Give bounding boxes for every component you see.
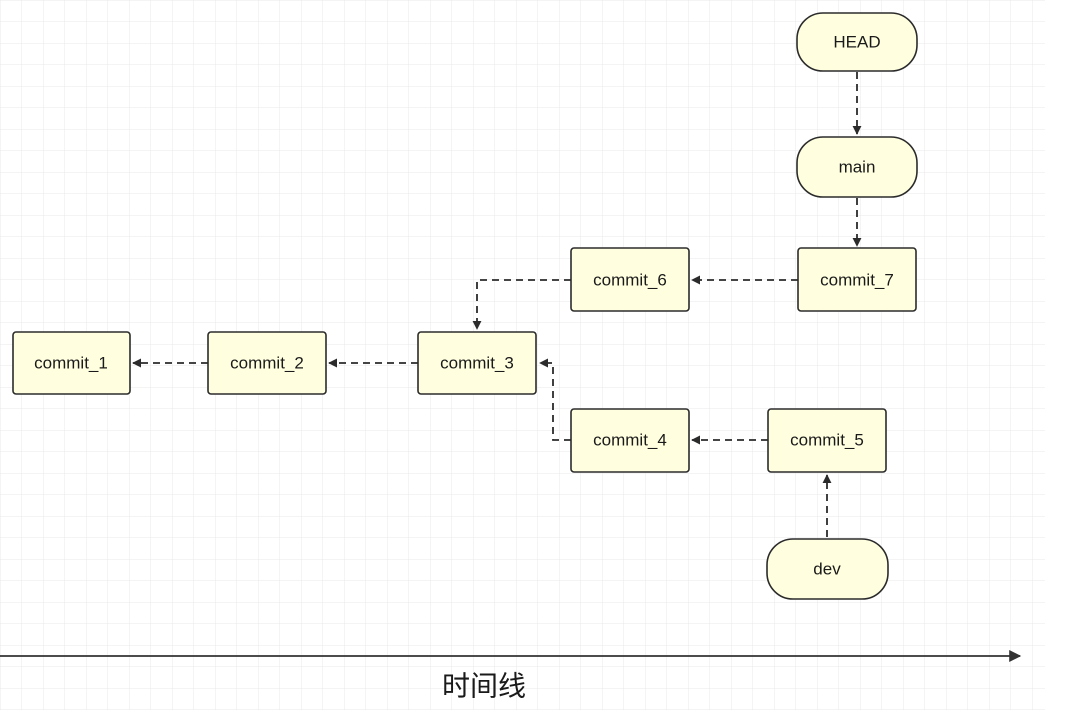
edges: [132, 72, 862, 537]
node-commit-1-label: commit_1: [34, 354, 108, 373]
node-commit-7-label: commit_7: [820, 271, 894, 290]
node-commit-2-label: commit_2: [230, 354, 304, 373]
node-commit-4-label: commit_4: [593, 431, 667, 450]
node-commit-4[interactable]: commit_4: [570, 408, 690, 473]
node-commit-5[interactable]: commit_5: [767, 408, 887, 473]
node-commit-6[interactable]: commit_6: [570, 247, 690, 312]
node-commit-3-label: commit_3: [440, 354, 514, 373]
node-commit-1[interactable]: commit_1: [12, 331, 131, 395]
node-dev[interactable]: dev: [766, 538, 889, 600]
node-commit-7[interactable]: commit_7: [797, 247, 917, 312]
node-commit-5-shape: [767, 408, 887, 473]
node-commit-4-shape: [570, 408, 690, 473]
node-head[interactable]: HEAD: [796, 12, 918, 72]
node-head-label: HEAD: [833, 33, 880, 52]
node-main-shape: [796, 136, 918, 198]
timeline-label: 时间线: [442, 670, 526, 703]
edge-commit-4-to-commit-3: [539, 358, 571, 441]
node-commit-7-shape: [797, 247, 917, 312]
node-commit-2[interactable]: commit_2: [207, 331, 327, 395]
node-commit-2-shape: [207, 331, 327, 395]
node-main-label: main: [839, 158, 876, 177]
node-dev-shape: [766, 538, 889, 600]
node-commit-6-shape: [570, 247, 690, 312]
node-commit-5-label: commit_5: [790, 431, 864, 450]
node-commit-3[interactable]: commit_3: [417, 331, 537, 395]
node-head-shape: [796, 12, 918, 72]
node-commit-6-label: commit_6: [593, 271, 667, 290]
node-dev-label: dev: [813, 560, 841, 579]
edge-commit-6-to-commit-3: [472, 279, 571, 330]
node-commit-1-shape: [12, 331, 131, 395]
node-commit-3-shape: [417, 331, 537, 395]
node-main[interactable]: main: [796, 136, 918, 198]
